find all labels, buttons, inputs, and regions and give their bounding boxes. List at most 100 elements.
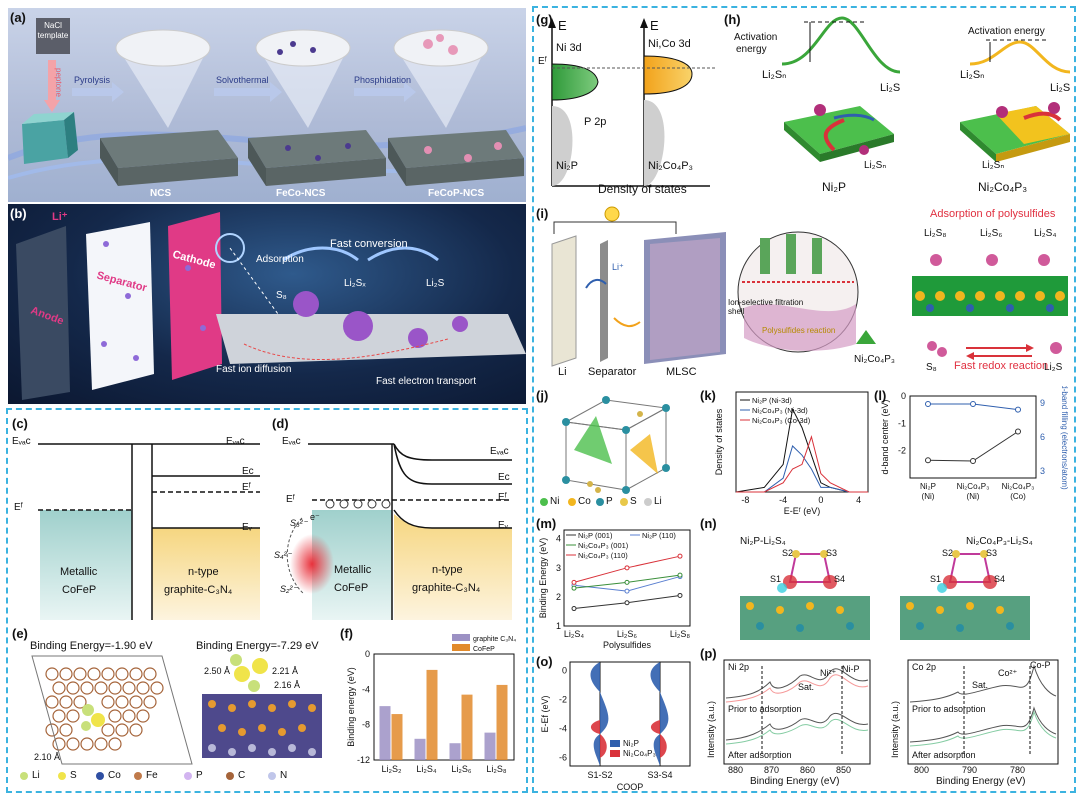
step-solvothermal: Solvothermal — [216, 75, 269, 85]
d-ec-label: Eᴄ — [498, 472, 510, 483]
y-tick-label: 0 — [901, 391, 906, 401]
x-tick-label: Li₂S₆ — [451, 764, 472, 774]
legend-li: Li — [32, 770, 40, 781]
plot-frame — [563, 529, 691, 627]
plot-frame — [735, 391, 869, 493]
p-co2p: Co 2p — [912, 662, 937, 672]
ef-left: Eᶠ — [14, 502, 23, 513]
p-ylabel-co: Intensity (a.u.) — [890, 700, 900, 758]
s2-label: S₂²⁻ — [280, 584, 298, 594]
p-sat-co: Sat. — [972, 680, 989, 690]
panel-h: (h) Activation energy Activation energy … — [724, 10, 1072, 200]
adsorption-label: Adsorption — [256, 254, 304, 265]
panel-m-label: (m) — [536, 516, 557, 531]
dist-2: 2.50 Å — [204, 666, 231, 676]
fast-ion-label: Fast ion diffusion — [216, 364, 292, 375]
ef-right: Eᶠ — [242, 482, 251, 493]
dband-filling-point — [970, 400, 976, 407]
y-tick-label: 2 — [556, 592, 561, 602]
coop-area-nicop — [650, 720, 667, 758]
i-mlsc: MLSC — [666, 366, 697, 378]
x-tick-label: 4 — [856, 495, 861, 505]
legend-label: Ni₂P — [623, 739, 639, 748]
h-li2sn3: Li₂Sₙ — [864, 160, 887, 171]
h-li2sn1: Li₂Sₙ — [762, 69, 787, 81]
evac-right: Eᵥₐᴄ — [226, 436, 245, 447]
y-axis-label: d-band center (eV) — [880, 399, 890, 474]
p-tick-780: 780 — [1010, 765, 1026, 775]
j-li: Li — [654, 496, 662, 507]
panel-g-dos-diagram — [548, 18, 716, 187]
d-ef-left: Eᶠ — [286, 494, 295, 505]
panel-i: (i) Li Separator MLSC Li⁺ Ion-selective … — [536, 204, 1072, 384]
x-tick-sublabel: (Ni) — [922, 492, 935, 501]
product-ncs: NCS — [150, 188, 172, 199]
p-tick-790: 790 — [962, 765, 978, 775]
p-tick-800: 800 — [914, 765, 930, 775]
p-ni2plus: Ni²⁺ — [820, 668, 837, 678]
n-s2-b: S2 — [942, 548, 954, 558]
h-li2s1: Li₂S — [880, 82, 901, 94]
p-xlabel-co: Binding Energy (eV) — [936, 776, 1026, 787]
d-metallic-label: Metallic — [334, 564, 372, 576]
p-tick-850: 850 — [836, 765, 852, 775]
bar — [449, 743, 461, 760]
panel-h-energy-diagrams — [781, 16, 1071, 162]
s8-label: S₈ — [276, 290, 287, 301]
dband-filling-point — [925, 400, 931, 407]
li2sx-label: Li₂Sₓ — [344, 278, 366, 289]
legend-label: graphite C₃N₄ — [473, 636, 516, 643]
x-axis-label: E-Eᶠ (eV) — [784, 506, 821, 516]
y-tick-label: -12 — [357, 755, 370, 765]
panel-p: (p) Ni 2p Co 2p Sat. Ni²⁺ Ni-P Sat. Co²⁺… — [700, 646, 1072, 790]
panel-p-xps — [723, 659, 1059, 765]
legend-label: Ni₂Co₄P₃ (001) — [578, 541, 629, 550]
legend-p: P — [196, 770, 203, 781]
binding-point — [624, 600, 630, 606]
be1-label: Binding Energy=-1.90 eV — [30, 640, 153, 652]
x-tick-label: Li₂S₈ — [670, 629, 691, 639]
panel-g-label: (g) — [536, 12, 553, 27]
i-li: Li — [558, 366, 567, 378]
panel-a-label: (a) — [10, 10, 26, 25]
x-axis-label: COOP — [617, 782, 644, 790]
legend-label: Ni₂P (001) — [578, 531, 613, 540]
p-prior-ni: Prior to adsorption — [728, 704, 802, 714]
dband-center-point — [1015, 428, 1021, 435]
panel-d-label: (d) — [272, 416, 289, 431]
panel-j: (j) Ni Co P S Li — [536, 386, 696, 514]
coop-area-ni2p — [650, 662, 669, 766]
d-evac-right: Eᵥₐᴄ — [490, 446, 509, 457]
be2-label: Binding Energy=-7.29 eV — [196, 640, 319, 652]
frame-right — [532, 6, 1076, 793]
legend-swatch — [452, 634, 470, 641]
legend-label: Ni₂Co₄P₃ (Ni-3d) — [752, 406, 808, 415]
dist-1: 2.10 Å — [34, 752, 61, 762]
binding-point — [624, 565, 630, 571]
bar — [391, 714, 403, 760]
panel-j-label: (j) — [536, 388, 549, 403]
d-ntype-label: n-type — [432, 564, 463, 576]
g-ni2p: Ni₂P — [556, 160, 578, 172]
binding-point — [677, 572, 683, 578]
panel-b: (b) Li⁺ Separator Cathode Anode Adsorpti… — [8, 204, 526, 404]
y2-axis-label: d-band filling (electrons/atom) — [1060, 386, 1069, 490]
n-t1: Ni₂P-Li₂S₄ — [740, 536, 786, 547]
n-s1-a: S1 — [770, 574, 782, 584]
d-evac-left: Eᵥₐᴄ — [282, 436, 301, 447]
legend-swatch — [452, 644, 470, 651]
h-li2sn2: Li₂Sₙ — [960, 69, 985, 81]
h-act1b: energy — [736, 44, 767, 55]
i-ads-title: Adsorption of polysulfides — [930, 208, 1056, 220]
binding-point — [624, 579, 630, 585]
y-tick-label: 0 — [562, 666, 567, 676]
n-s4-a: S4 — [834, 574, 846, 584]
g-ef: Eᶠ — [538, 56, 547, 67]
y-axis-label: Binding energy (eV) — [346, 667, 356, 747]
p-after-co: After adsorption — [912, 750, 976, 760]
binding-point — [624, 588, 630, 594]
p-cop: Co-P — [1030, 660, 1051, 670]
plot-frame — [909, 395, 1037, 479]
